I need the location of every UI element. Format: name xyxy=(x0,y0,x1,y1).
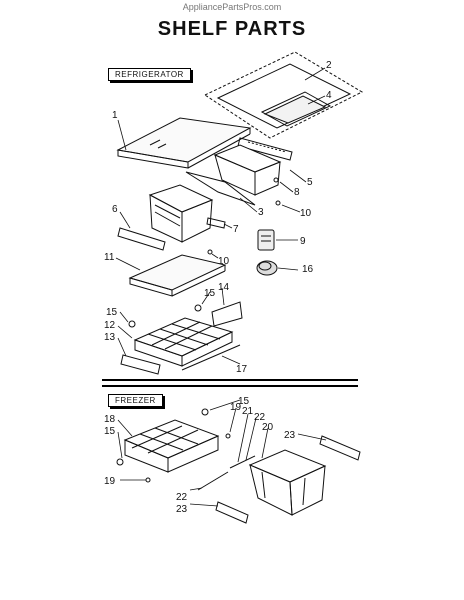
callout-5: 5 xyxy=(307,177,313,188)
freezer-wire-basket xyxy=(123,419,220,473)
clip-10-upper xyxy=(275,200,281,206)
callout-17: 17 xyxy=(236,364,248,375)
callout-10-lower: 10 xyxy=(218,256,230,267)
callout-21: 21 xyxy=(242,406,254,417)
callout-12: 12 xyxy=(104,320,116,331)
clip-8 xyxy=(273,177,279,183)
side-rail-left xyxy=(117,227,166,251)
pin-19-right xyxy=(225,433,231,439)
callout-1: 1 xyxy=(112,110,118,121)
clip-10-lower xyxy=(207,249,213,255)
callout-16: 16 xyxy=(302,264,314,275)
cap-15-freezer-top xyxy=(201,408,209,416)
control-knob xyxy=(256,260,278,276)
callout-9: 9 xyxy=(300,236,306,247)
rod-21 xyxy=(229,455,256,469)
callout-3: 3 xyxy=(258,207,264,218)
freezer-bin xyxy=(248,449,327,516)
callout-8: 8 xyxy=(294,187,300,198)
drawer-clip xyxy=(206,217,226,229)
callout-15-freezer-top: 15 xyxy=(238,396,250,407)
cap-15-freezer-left xyxy=(116,458,124,466)
glass-shelf-lower xyxy=(128,254,227,297)
callout-23-left: 23 xyxy=(176,504,188,515)
callout-18: 18 xyxy=(104,414,116,425)
drawer-front-panel xyxy=(120,354,161,375)
callout-13: 13 xyxy=(104,332,116,343)
cap-15-refrig xyxy=(194,304,202,312)
callout-11: 11 xyxy=(104,252,115,263)
callout-4: 4 xyxy=(326,90,332,101)
callout-2: 2 xyxy=(326,60,332,71)
callout-15-freezer-left: 15 xyxy=(104,426,116,437)
trim-piece xyxy=(211,301,243,327)
drawer-rail xyxy=(237,137,293,161)
callout-6: 6 xyxy=(112,204,118,215)
callout-23-right: 23 xyxy=(284,430,296,441)
callout-22-lower: 22 xyxy=(176,492,188,503)
section-divider-top xyxy=(102,379,358,381)
slide-rail-right xyxy=(319,435,361,461)
callout-22-upper: 22 xyxy=(254,412,266,423)
watermark: AppliancePartsPros.com xyxy=(182,2,282,12)
crisper-drawer xyxy=(148,184,214,243)
callout-15-refrig: 15 xyxy=(204,288,216,299)
callout-10-upper: 10 xyxy=(300,208,312,219)
callout-7: 7 xyxy=(233,224,239,235)
callout-14: 14 xyxy=(218,282,230,293)
callout-19-left: 19 xyxy=(104,476,116,487)
deli-drawer xyxy=(185,144,282,206)
pin-19-left xyxy=(145,477,151,483)
humidity-control xyxy=(257,229,275,251)
callout-15-left: 15 xyxy=(106,307,118,318)
refrigerator-section-label: REFRIGERATOR xyxy=(108,68,191,81)
callout-20: 20 xyxy=(262,422,274,433)
page-title: SHELF PARTS xyxy=(157,18,307,40)
cap-15-left xyxy=(128,320,136,328)
callout-19-right: 19 xyxy=(230,402,242,413)
rod-22 xyxy=(197,471,229,491)
slide-rail-left xyxy=(215,501,249,524)
pantry-drawer xyxy=(133,317,234,367)
support-rod xyxy=(181,344,241,371)
section-divider-bottom xyxy=(102,385,358,387)
freezer-section-label: FREEZER xyxy=(108,394,163,407)
